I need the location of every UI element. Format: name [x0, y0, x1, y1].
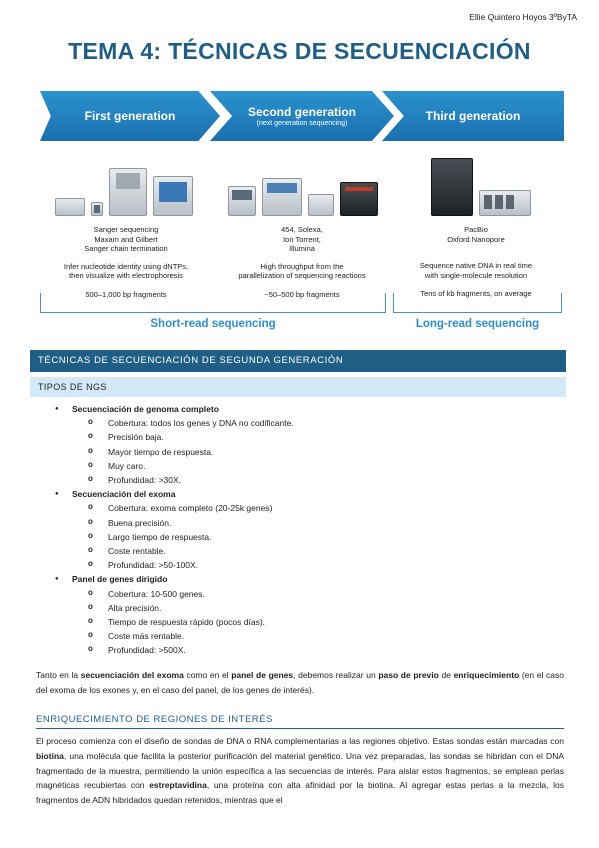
second-generation-info: 454, Solexa, Ion Torrent, Illumina High … [216, 225, 388, 299]
list-item: Panel de genes dirigido Cobertura: 10-50… [52, 572, 552, 657]
ngs-type-title: Panel de genes dirigido [72, 574, 168, 585]
second-generation-description-1: High throughput from the [260, 261, 344, 271]
second-generation-label: Second generation [247, 105, 357, 119]
first-generation-instrument-3: Sanger chain termination [84, 244, 168, 253]
second-generation-sublabel: (next generation sequencing) [256, 120, 348, 127]
first-generation-description-1: Infer nucleotide identity using dNTPs, [63, 261, 189, 271]
second-generation-instrument-1: 454, Solexa, [281, 225, 323, 234]
first-generation-info: Sanger sequencing Maxam and Gilbert Sang… [36, 225, 216, 299]
list-item: Profundidad: >500X. [88, 642, 552, 657]
third-generation-description-2: with single-molecule resolution [424, 270, 528, 280]
short-read-label: Short-read sequencing [150, 318, 276, 330]
third-generation-instrument-2: Oxford Nanopore [447, 234, 505, 244]
list-item: Buena precisión. [88, 515, 552, 530]
ngs-type-title: Secuenciación del exoma [72, 489, 176, 500]
list-item: Muy caro. [88, 458, 552, 473]
second-generation-instrument-2: Ion Torrent, [283, 234, 321, 244]
first-generation-instruments-image [36, 156, 212, 216]
third-generation-fragments: Tens of kb fragments, on average [420, 289, 532, 298]
ngs-types-list: Secuenciación de genoma completo Cobertu… [52, 402, 552, 658]
list-item: Cobertura: exoma completo (20-25k genes) [88, 500, 552, 515]
first-generation-instrument-2: Maxam and Gilbert [94, 234, 158, 244]
third-generation-info: PacBio Oxford Nanopore Sequence native D… [388, 225, 564, 299]
list-item: Profundidad: >30X. [88, 472, 552, 487]
list-item: Tiempo de respuesta rápido (pocos días). [88, 614, 552, 629]
third-generation-instrument-1: PacBio [464, 225, 488, 234]
long-read-bracket [393, 293, 562, 313]
ngs-type-title: Secuenciación de genoma completo [72, 404, 219, 414]
second-generation-arrow: Second generation (next generation seque… [210, 91, 394, 141]
sequencing-generations-figure: First generation Second generation (next… [36, 88, 564, 338]
first-generation-description-2: then visualize with electrophoresis [69, 271, 183, 280]
third-generation-label: Third generation [425, 109, 521, 123]
list-item: Secuenciación del exoma Cobertura: exoma… [52, 487, 552, 572]
list-item: Precisión baja. [88, 429, 552, 444]
long-read-label: Long-read sequencing [415, 318, 540, 330]
first-generation-arrow: First generation [40, 91, 220, 141]
list-item: Coste más rentable. [88, 628, 552, 643]
list-item: Alta precisión. [88, 600, 552, 615]
third-generation-instruments-image [398, 156, 564, 216]
third-generation-arrow: Third generation [382, 91, 564, 141]
list-item: Largo tiempo de respuesta. [88, 529, 552, 544]
list-item: Cobertura: todos los genes y DNA no codi… [88, 415, 552, 430]
section-heading-enrichment: ENRIQUECIMIENTO DE REGIONES DE INTERÉS [36, 714, 564, 729]
list-item: Mayor tiempo de respuesta. [88, 444, 552, 459]
second-generation-instrument-3: Illumina [289, 244, 315, 253]
page-title: TEMA 4: TÉCNICAS DE SECUENCIACIÓN [68, 38, 531, 64]
short-read-bracket [40, 293, 386, 313]
second-generation-fragments: ~50–500 bp fragments [264, 289, 340, 299]
enrichment-intro-paragraph: Tanto en la secuenciación del exoma como… [36, 670, 564, 695]
subsection-heading-ngs-types: TIPOS DE NGS [30, 377, 566, 397]
enrichment-process-paragraph: El proceso comienza con el diseño de son… [36, 736, 564, 806]
second-generation-instruments-image [220, 156, 386, 216]
first-generation-fragments: 500–1,000 bp fragments [85, 289, 167, 299]
first-generation-instrument-1: Sanger sequencing [93, 225, 159, 234]
list-item: Cobertura: 10-500 genes. [88, 586, 552, 601]
list-item: Profundidad: >50-100X. [88, 557, 552, 572]
page-header-author: Ellie Quintero Hoyos 3ºByTA [469, 12, 577, 22]
list-item: Secuenciación de genoma completo Cobertu… [52, 402, 552, 487]
first-generation-label: First generation [84, 109, 176, 123]
section-heading-ngs: TÉCNICAS DE SECUENCIACIÓN DE SEGUNDA GEN… [30, 350, 566, 372]
list-item: Coste rentable. [88, 543, 552, 558]
second-generation-description-2: parallelization of sequencing reactions [238, 271, 366, 280]
third-generation-description-1: Sequence native DNA in real time [419, 261, 533, 270]
